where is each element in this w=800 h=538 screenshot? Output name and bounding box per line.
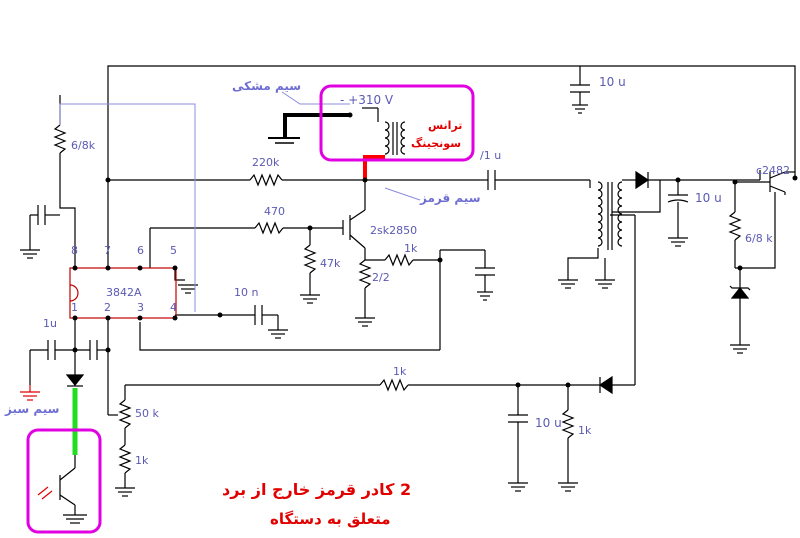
- r22-label: 2/2: [372, 271, 390, 284]
- pin-2: 2: [104, 301, 111, 314]
- annotation-lines: [59, 91, 421, 312]
- r68k-right-label: 6/8 k: [745, 232, 773, 245]
- pin-1: 1: [71, 301, 78, 314]
- pin-6: 6: [137, 244, 144, 257]
- pin-5: 5: [170, 244, 177, 257]
- c-top-label: 10 u: [599, 75, 626, 89]
- r1k-gate-label: 1k: [404, 242, 418, 255]
- mosfet-label: 2sk2850: [370, 224, 418, 237]
- black-wire-note: سیم مشکی: [232, 79, 302, 93]
- bottom-note-line1: 2 کادر قرمز خارج از برد: [222, 480, 412, 499]
- r470-label: 470: [264, 205, 285, 218]
- transformer-note-line1: ترانس: [428, 119, 463, 132]
- c10n-label: 10 n: [234, 286, 259, 299]
- v310-label: - +310 V: [340, 93, 394, 107]
- red-wire-note: سیم قرمز: [420, 191, 481, 205]
- r50k-label: 50 k: [135, 407, 159, 420]
- r68k-left-label: 6/8k: [71, 139, 96, 152]
- pin-4: 4: [170, 301, 177, 314]
- light-arrows: [37, 486, 53, 500]
- transformer-highlight-box: [319, 84, 475, 162]
- c10u-bottom-label: 10 u: [535, 416, 562, 430]
- r220k-label: 220k: [252, 156, 280, 169]
- pin-3: 3: [137, 301, 144, 314]
- transformer-note-line2: سونجینگ: [411, 137, 462, 150]
- green-wire-note: سیم سبز: [5, 402, 60, 416]
- pin-7: 7: [104, 244, 111, 257]
- c1u-out-label: /1 u: [480, 149, 502, 162]
- ic-label: 3842A: [106, 286, 142, 299]
- transistor-out-label: c2482: [756, 164, 791, 177]
- r1k-pot-label: 1k: [135, 454, 149, 467]
- bottom-note-line2: متعلق به دستگاه: [270, 510, 391, 528]
- red-ground: [20, 385, 40, 401]
- opto-highlight-box: [26, 428, 102, 534]
- r47k-label: 47k: [320, 257, 341, 270]
- r1k-fb-label: 1k: [393, 365, 407, 378]
- r1k-bottom-label: 1k: [578, 424, 592, 437]
- c10u-right-label: 10 u: [695, 191, 722, 205]
- black-wire: [268, 112, 353, 144]
- red-wire: [363, 155, 385, 178]
- pin-8: 8: [71, 244, 78, 257]
- c1u-left-label: 1u: [43, 317, 57, 330]
- wires: [20, 65, 796, 524]
- junction-dots: [72, 175, 798, 388]
